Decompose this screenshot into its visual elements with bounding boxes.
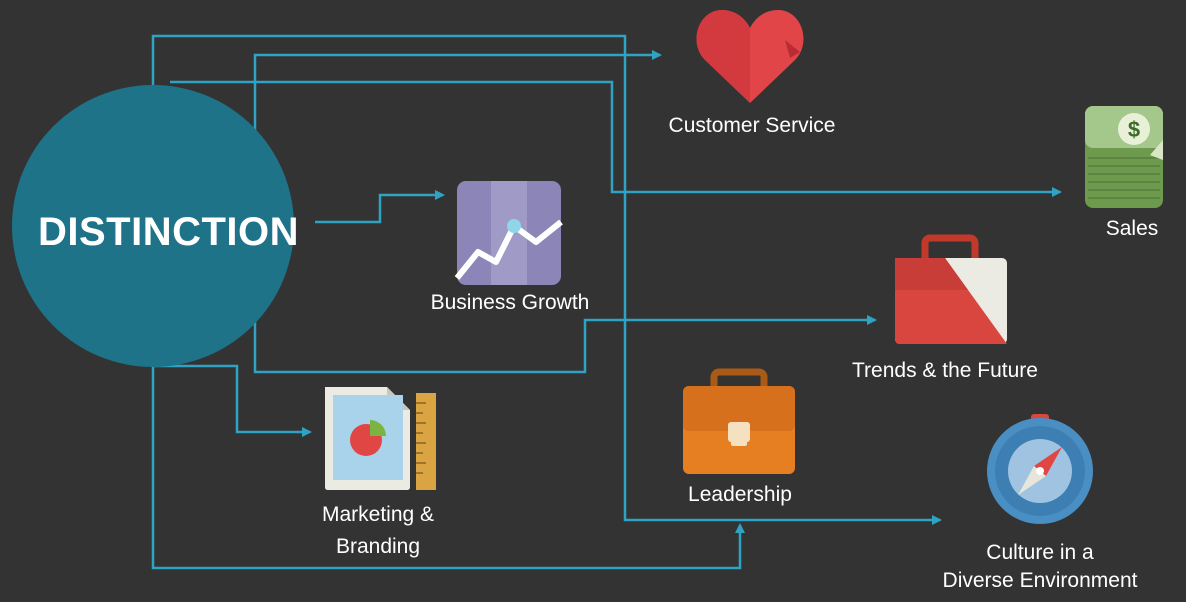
distinction-circle xyxy=(12,85,294,367)
trends-label: Trends & the Future xyxy=(852,359,1038,382)
svg-text:$: $ xyxy=(1128,117,1140,142)
compass-icon xyxy=(987,414,1093,524)
sales-label: Sales xyxy=(1105,217,1159,240)
briefcase-icon xyxy=(683,368,795,474)
connector-customer-service xyxy=(151,34,662,110)
business-growth-label: Business Growth xyxy=(430,291,590,314)
connector-trends xyxy=(253,53,942,525)
marketing-label-line1: Marketing & xyxy=(321,503,435,526)
connector-sales xyxy=(170,80,1062,197)
connector-leadership xyxy=(151,366,745,570)
connector-marketing xyxy=(153,364,312,437)
connector-trends-future xyxy=(253,280,877,374)
money-stack-icon: $ xyxy=(1085,106,1163,208)
customer-service-label: Customer Service xyxy=(668,114,836,137)
leadership-label: Leadership xyxy=(688,483,792,506)
growth-chart-icon xyxy=(454,181,563,285)
pie-document-ruler-icon xyxy=(325,387,436,490)
culture-label-line1: Culture in a xyxy=(986,541,1094,564)
heart-icon xyxy=(696,10,804,103)
shopping-bag-icon xyxy=(895,234,1007,344)
culture-label-line2: Diverse Environment xyxy=(942,569,1138,592)
connectors xyxy=(151,34,1062,570)
marketing-label-line2: Branding xyxy=(335,535,421,558)
connector-business-growth xyxy=(315,190,445,224)
center-title: DISTINCTION xyxy=(38,210,300,254)
